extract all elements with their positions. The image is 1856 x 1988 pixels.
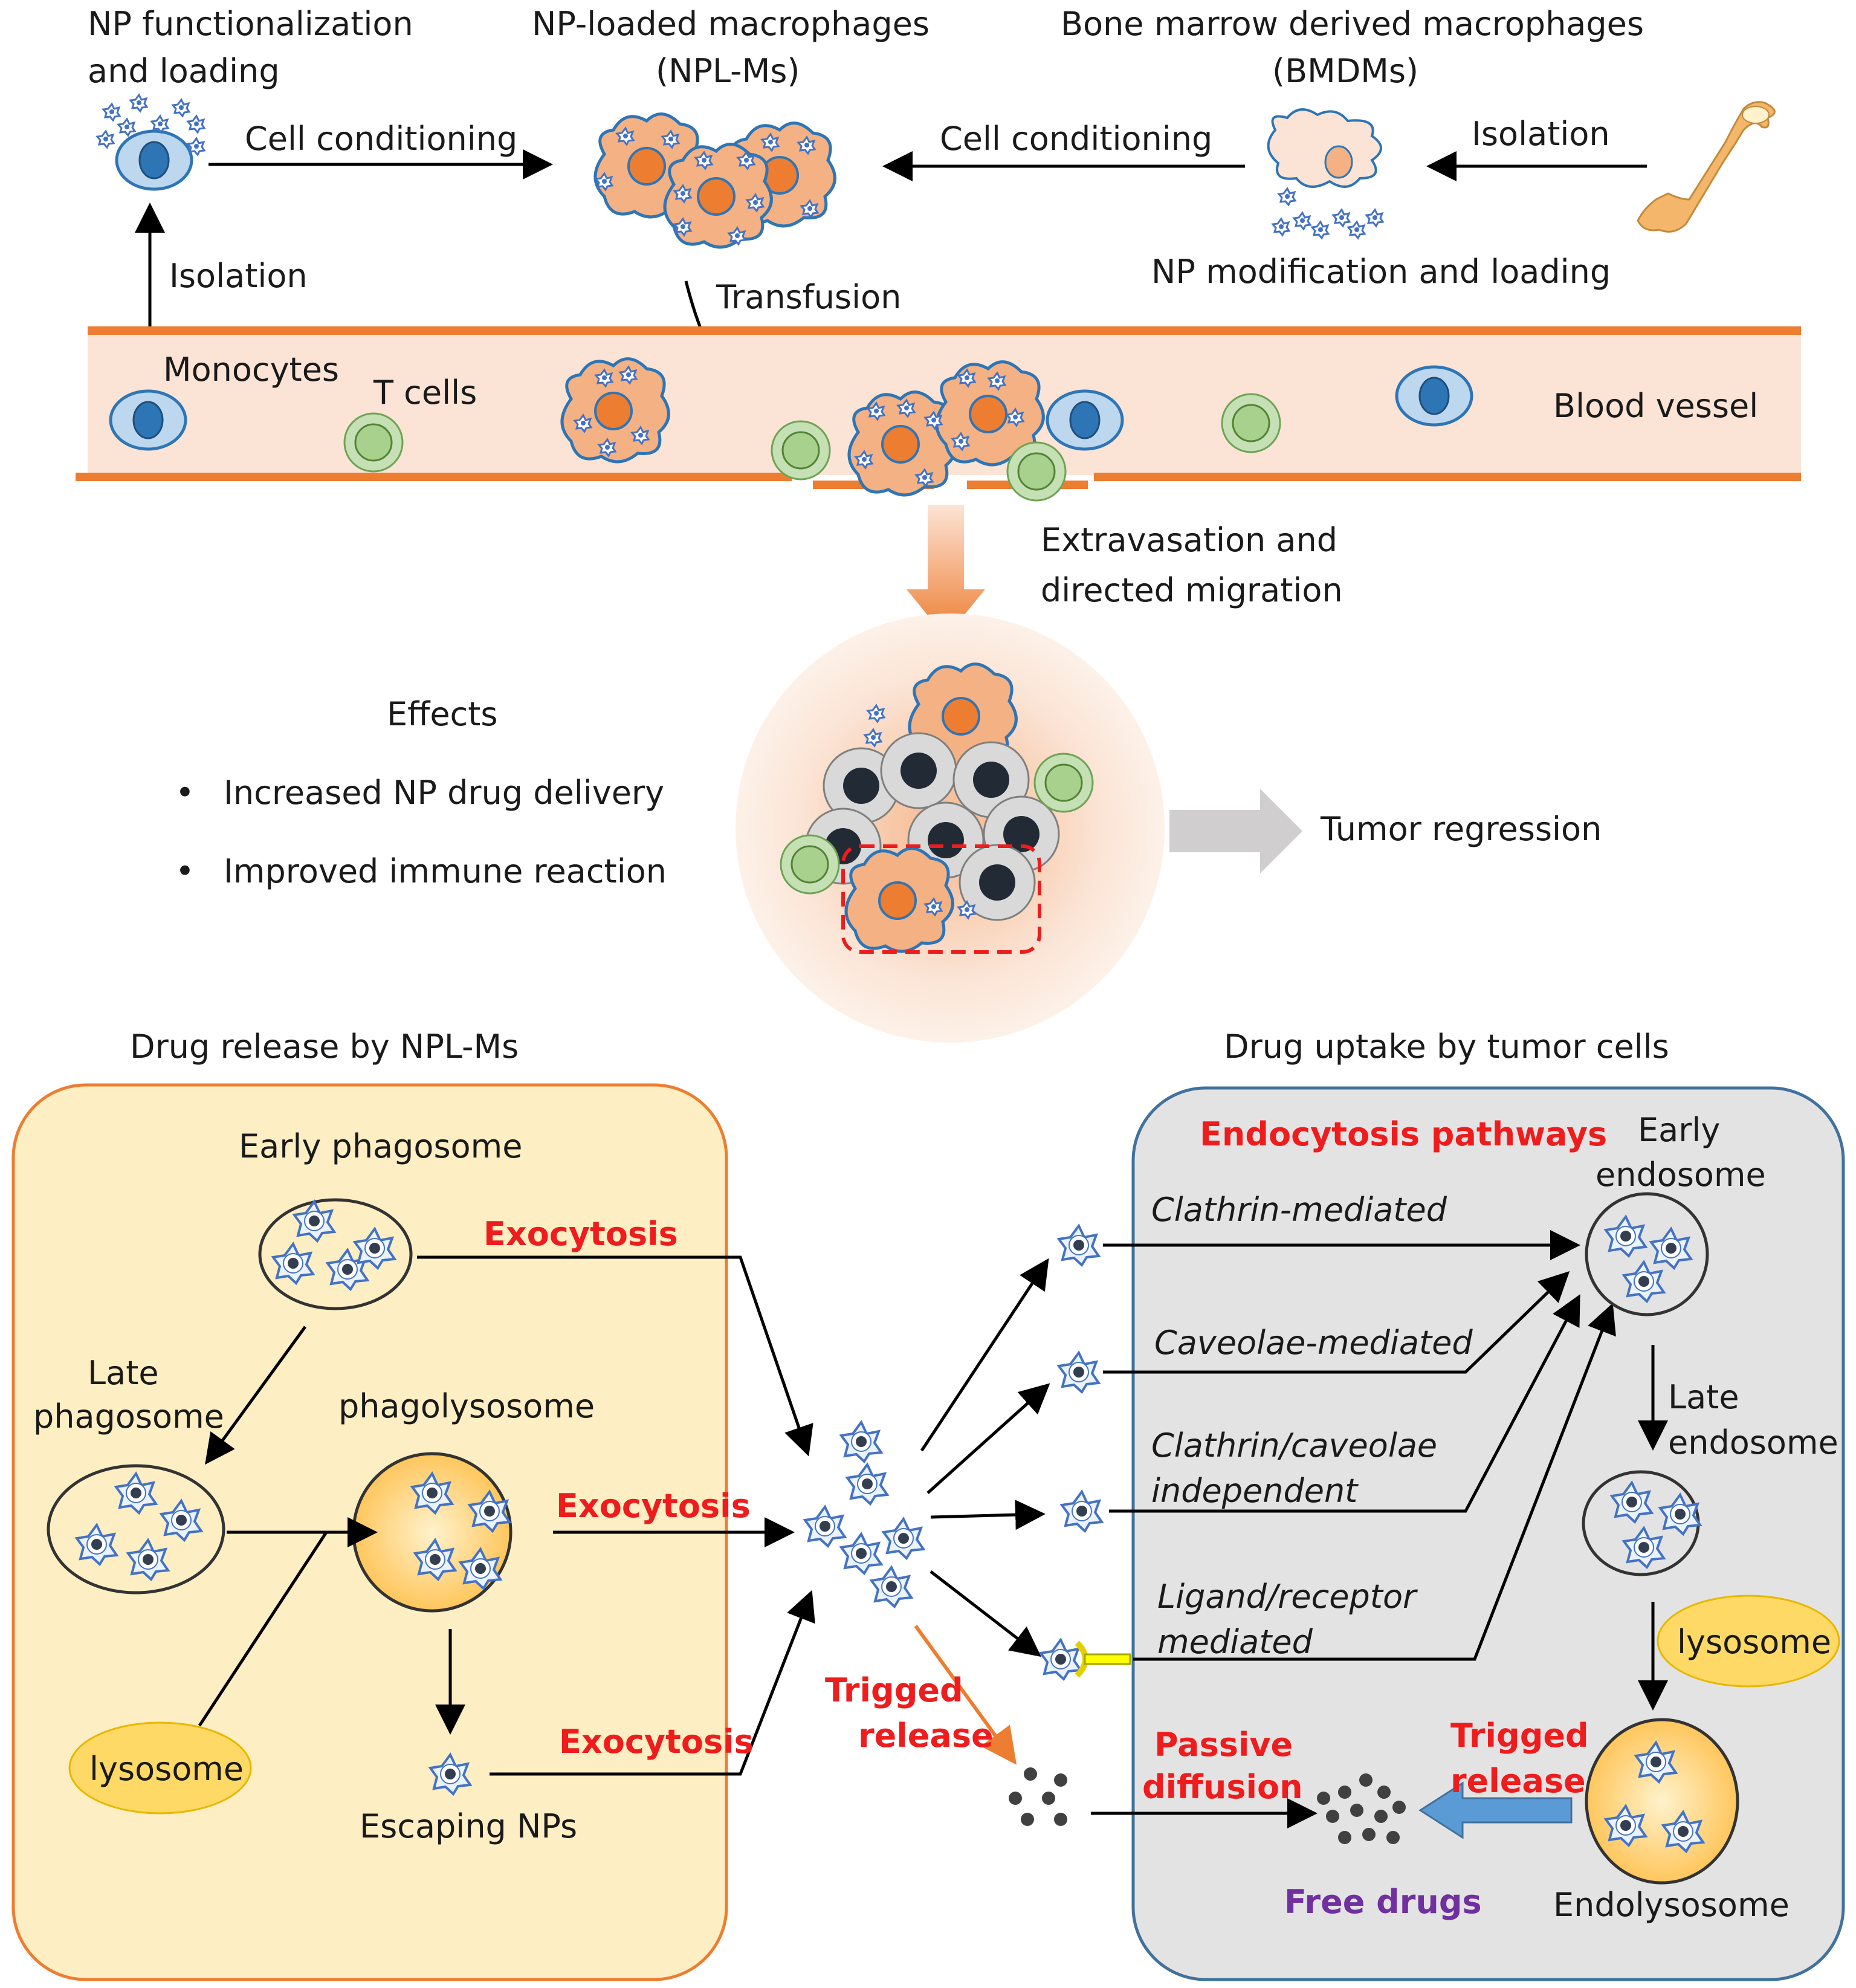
lysosome-right: lysosome bbox=[1657, 1595, 1840, 1688]
trigged-release-left-line1: Trigged bbox=[825, 1671, 963, 1709]
early-endosome bbox=[1585, 1192, 1709, 1316]
t-cell bbox=[1221, 393, 1281, 453]
npl-ms-label-line2: (NPL-Ms) bbox=[656, 52, 800, 90]
isolation-label-right: Isolation bbox=[1472, 115, 1610, 153]
t-cell bbox=[1006, 441, 1067, 502]
ligand-receptor-label-line2: mediated bbox=[1157, 1623, 1313, 1661]
npl-ms-cluster bbox=[595, 114, 835, 247]
regression-arrow bbox=[1169, 789, 1302, 873]
released-drug-dots bbox=[1009, 1767, 1067, 1826]
tumor-microenvironment bbox=[736, 614, 1165, 1043]
extravasation-label-line2: directed migration bbox=[1041, 571, 1343, 609]
late-endosome-label-line1: Late bbox=[1668, 1378, 1739, 1416]
lysosome-right-label: lysosome bbox=[1677, 1623, 1831, 1661]
exocytosis-arrow-3 bbox=[490, 1590, 815, 1776]
arrow-lysosome-merge bbox=[198, 1531, 328, 1727]
endolysosome-label: Endolysosome bbox=[1553, 1886, 1790, 1924]
bmdm-label-line1: Bone marrow derived macrophages bbox=[1061, 5, 1644, 43]
isolation-label-left: Isolation bbox=[169, 257, 308, 295]
extravasation-label-line1: Extravasation and bbox=[1041, 521, 1337, 559]
clathrin-mediated-label: Clathrin-mediated bbox=[1151, 1191, 1447, 1229]
monocytes-label: Monocytes bbox=[163, 351, 339, 389]
drug-uptake-title: Drug uptake by tumor cells bbox=[1224, 1028, 1669, 1066]
effect-bullet-1: • bbox=[175, 774, 195, 812]
trigged-release-left-line2: release bbox=[858, 1717, 994, 1755]
late-phagosome bbox=[47, 1464, 225, 1595]
arrow-to-independent-np bbox=[930, 1500, 1046, 1530]
caveolae-mediated-label: Caveolae-mediated bbox=[1154, 1324, 1473, 1362]
endolysosome bbox=[1585, 1718, 1739, 1885]
t-cells-label: T cells bbox=[373, 374, 477, 412]
late-endosome-label-line2: endosome bbox=[1668, 1423, 1838, 1462]
monocyte bbox=[1397, 367, 1472, 425]
trigged-release-arrow-right bbox=[1418, 1781, 1573, 1839]
bmdm-label-line2: (BMDMs) bbox=[1272, 52, 1418, 90]
drug-release-title: Drug release by NPL-Ms bbox=[130, 1028, 519, 1066]
phagolysosome-label: phagolysosome bbox=[338, 1387, 595, 1425]
independent-np bbox=[1061, 1491, 1103, 1532]
late-phagosome-label-line2: phagosome bbox=[33, 1397, 224, 1436]
effect-1: Increased NP drug delivery bbox=[224, 774, 664, 812]
tumor-regression-label: Tumor regression bbox=[1320, 810, 1602, 848]
effects-title: Effects bbox=[387, 695, 498, 733]
lysosome-left: lysosome bbox=[68, 1721, 252, 1815]
late-phagosome-label-line1: Late bbox=[88, 1354, 159, 1392]
np-functionalization-label-line2: and loading bbox=[88, 52, 280, 90]
exocytosis-arrow-1 bbox=[417, 1255, 813, 1457]
phagolysosome bbox=[352, 1452, 513, 1613]
passive-diffusion-line2: diffusion bbox=[1142, 1768, 1303, 1806]
escaping-nps-label: Escaping NPs bbox=[360, 1807, 577, 1845]
exocytosis-label-3: Exocytosis bbox=[559, 1723, 754, 1761]
ligand-receptor-label-line1: Ligand/receptor bbox=[1157, 1578, 1418, 1616]
effect-bullet-2: • bbox=[175, 852, 195, 890]
early-endosome-label-line2: endosome bbox=[1596, 1156, 1766, 1194]
early-phagosome-label: Early phagosome bbox=[239, 1127, 522, 1165]
effect-2: Improved immune reaction bbox=[224, 852, 667, 890]
trigged-release-right-line2: release bbox=[1450, 1762, 1586, 1800]
cell-conditioning-label-right: Cell conditioning bbox=[940, 120, 1212, 158]
arrow-to-clathrin-np bbox=[920, 1258, 1049, 1452]
arrow-to-caveolae-np bbox=[926, 1383, 1050, 1494]
extravasation-arrow bbox=[907, 505, 985, 638]
ligand-pathway-arrow bbox=[1133, 1303, 1616, 1661]
exocytosis-label-2: Exocytosis bbox=[556, 1487, 751, 1525]
np-modification-label: NP modification and loading bbox=[1151, 253, 1611, 291]
t-cell bbox=[771, 420, 831, 481]
bone-icon bbox=[1637, 101, 1776, 233]
endocytosis-pathways-label: Endocytosis pathways bbox=[1200, 1115, 1607, 1153]
arrow-to-ligand-np bbox=[930, 1570, 1041, 1657]
monocyte bbox=[1047, 391, 1122, 449]
circulating-npl-m bbox=[562, 359, 668, 462]
transfusion-label: Transfusion bbox=[716, 278, 901, 316]
monocyte bbox=[111, 391, 186, 449]
ligand-np-receptor bbox=[1040, 1639, 1131, 1680]
np-loaded-monocyte bbox=[96, 94, 205, 189]
bmdm-cell bbox=[1267, 108, 1384, 239]
clathrin-caveolae-label-line1: Clathrin/caveolae bbox=[1151, 1426, 1437, 1465]
exocytosis-label-1: Exocytosis bbox=[483, 1215, 678, 1253]
trigged-release-right-line1: Trigged bbox=[1450, 1717, 1589, 1755]
late-endosome bbox=[1582, 1470, 1701, 1576]
clathrin-np bbox=[1058, 1225, 1100, 1266]
passive-diffusion-line1: Passive bbox=[1154, 1726, 1293, 1764]
free-drugs-label: Free drugs bbox=[1284, 1883, 1482, 1921]
arrow-early-to-late bbox=[205, 1326, 307, 1465]
cell-conditioning-label-left: Cell conditioning bbox=[245, 120, 517, 158]
free-drugs-dots bbox=[1317, 1773, 1406, 1844]
independent-pathway-arrow bbox=[1109, 1294, 1580, 1513]
clathrin-caveolae-label-line2: independent bbox=[1151, 1472, 1359, 1510]
caveolae-np bbox=[1058, 1352, 1100, 1393]
npl-ms-label-line1: NP-loaded macrophages bbox=[532, 5, 930, 43]
np-functionalization-label-line1: NP functionalization bbox=[88, 5, 413, 43]
lysosome-left-label: lysosome bbox=[89, 1750, 244, 1788]
t-cell bbox=[343, 412, 404, 473]
early-endosome-label-line1: Early bbox=[1638, 1111, 1720, 1149]
trigged-release-arrow-left bbox=[914, 1625, 1017, 1765]
caveolae-pathway-arrow bbox=[1103, 1271, 1570, 1374]
released-nps-cluster bbox=[804, 1421, 925, 1608]
blood-vessel-label: Blood vessel bbox=[1553, 387, 1758, 425]
